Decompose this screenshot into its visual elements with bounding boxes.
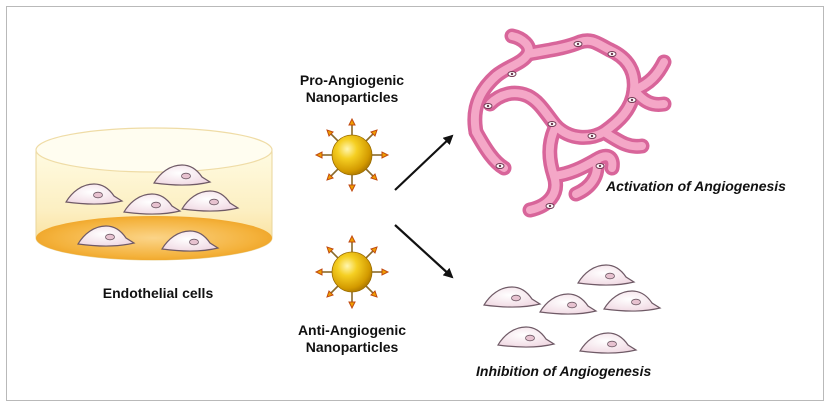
arrow-to-activation-icon (394, 134, 454, 191)
blood-vessel-network-icon (467, 28, 672, 218)
endothelial-cell-icon (539, 293, 597, 315)
arrow-to-inhibition-icon (394, 224, 454, 279)
pro-angiogenic-label: Pro-Angiogenic Nanoparticles (272, 72, 432, 106)
endothelial-cell-icon (483, 286, 541, 308)
endothelial-cell-icon (577, 264, 635, 286)
pro-angiogenic-nanoparticle-icon (315, 118, 389, 192)
pro-angiogenic-label-line2: Nanoparticles (305, 89, 399, 105)
inhibited-cells (483, 264, 661, 354)
endothelial-cells-label: Endothelial cells (102, 285, 214, 301)
anti-angiogenic-label-line1: Anti-Angiogenic (297, 322, 407, 338)
activation-label: Activation of Angiogenesis (606, 178, 786, 194)
endothelial-cell-icon (497, 326, 555, 348)
inhibition-label: Inhibition of Angiogenesis (476, 363, 652, 379)
pro-angiogenic-label-line1: Pro-Angiogenic (299, 72, 405, 88)
endothelial-cell-icon (579, 332, 637, 354)
anti-angiogenic-label-line2: Nanoparticles (305, 339, 399, 355)
anti-angiogenic-label: Anti-Angiogenic Nanoparticles (272, 322, 432, 356)
endothelial-cell-icon (603, 290, 661, 312)
anti-angiogenic-nanoparticle-icon (315, 235, 389, 309)
